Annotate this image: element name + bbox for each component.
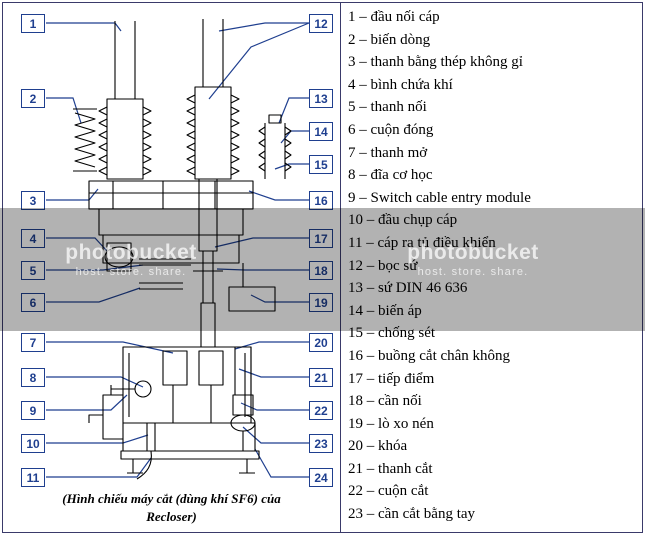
callout-10[interactable]: 10 [21,434,45,453]
recloser-drawing [46,19,310,480]
legend-item-22: 22 – cuộn cắt [348,483,429,500]
legend-item-19: 19 – lò xo nén [348,415,434,432]
callout-14[interactable]: 14 [309,122,333,141]
legend-item-3: 3 – thanh bằng thép không gỉ [348,54,523,71]
callout-17[interactable]: 17 [309,229,333,248]
legend-item-18: 18 – cần nối [348,393,422,410]
panel-divider [340,3,341,532]
legend-item-7: 7 – thanh mở [348,144,428,161]
legend-item-11: 11 – cáp ra tủ điều khiển [348,234,496,251]
legend-item-5: 5 – thanh nối [348,99,427,116]
legend-item-1: 1 – đầu nối cáp [348,9,440,25]
callout-11[interactable]: 11 [21,468,45,487]
callout-21[interactable]: 21 [309,368,333,387]
callout-8[interactable]: 8 [21,368,45,387]
callout-18[interactable]: 18 [309,261,333,280]
caption-line-1: (Hình chiếu máy cắt (dùng khí SF6) của [62,491,281,506]
diagram-caption: (Hình chiếu máy cắt (dùng khí SF6) của R… [3,490,340,526]
legend-item-9: 9 – Switch cable entry module [348,189,531,206]
legend-item-17: 17 – tiếp điểm [348,370,435,387]
legend-item-16: 16 – buồng cắt chân không [348,347,511,364]
callout-13[interactable]: 13 [309,89,333,108]
legend-item-12: 12 – bọc sứ [348,257,418,274]
callout-15[interactable]: 15 [309,155,333,174]
callout-2[interactable]: 2 [21,89,45,108]
legend-item-21: 21 – thanh cắt [348,460,433,477]
legend-item-10: 10 – đầu chụp cáp [348,212,458,229]
callout-12[interactable]: 12 [309,14,333,33]
callout-9[interactable]: 9 [21,401,45,420]
legend-item-15: 15 – chống sét [348,325,436,342]
callout-3[interactable]: 3 [21,191,45,210]
callout-24[interactable]: 24 [309,468,333,487]
caption-line-2: Recloser) [146,509,197,524]
legend-item-14: 14 – biến áp [348,302,422,319]
legend-item-4: 4 – bình chứa khí [348,76,453,93]
callout-5[interactable]: 5 [21,261,45,280]
callout-16[interactable]: 16 [309,191,333,210]
legend-item-13: 13 – sứ DIN 46 636 [348,280,468,297]
legend-item-8: 8 – đĩa cơ học [348,167,433,184]
callout-6[interactable]: 6 [21,293,45,312]
legend-item-23: 23 – cần cắt bằng tay [348,506,476,523]
callout-22[interactable]: 22 [309,401,333,420]
callout-19[interactable]: 19 [309,293,333,312]
recloser-diagram: 1 2 3 4 5 6 7 8 9 10 11 12 13 14 15 16 1… [3,3,340,532]
callout-20[interactable]: 20 [309,333,333,352]
legend-item-2: 2 – biến dòng [348,31,431,48]
callout-7[interactable]: 7 [21,333,45,352]
legend-list: 1 – đầu nối cáp 2 – biến dòng 3 – thanh … [348,6,640,526]
legend-item-6: 6 – cuộn đóng [348,121,434,138]
legend-item-20: 20 – khóa [348,438,408,455]
callout-23[interactable]: 23 [309,434,333,453]
callout-1[interactable]: 1 [21,14,45,33]
callout-4[interactable]: 4 [21,229,45,248]
